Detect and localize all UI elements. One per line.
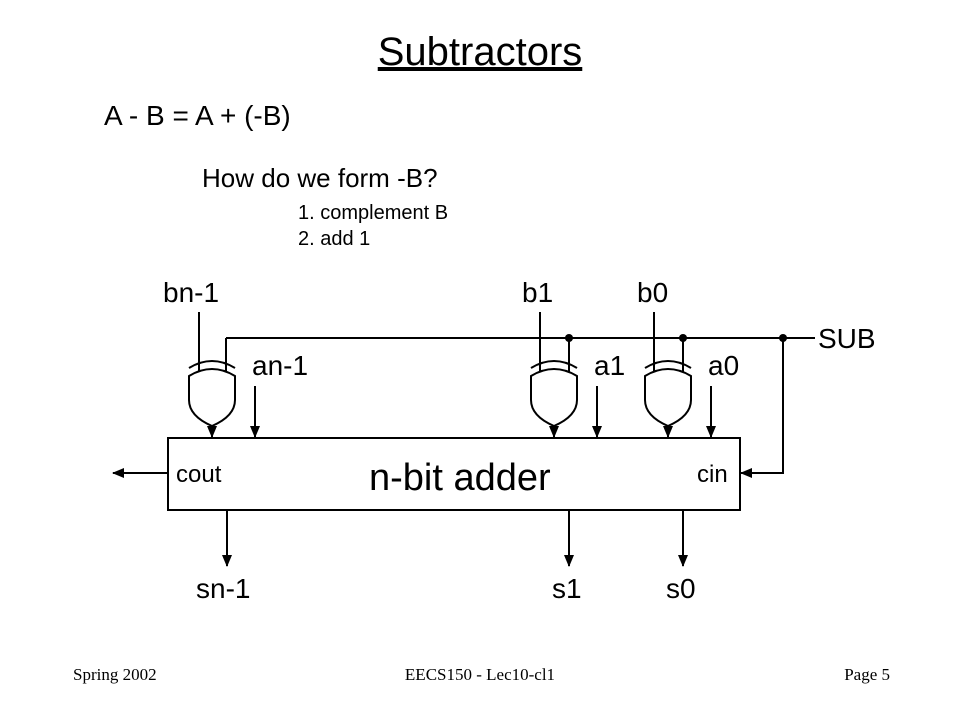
- slide-title: Subtractors: [377, 30, 583, 74]
- adder-block: [167, 437, 741, 511]
- label-b1: b1: [522, 277, 553, 308]
- question: How do we form -B?: [202, 163, 438, 193]
- step-add-one: 2. add 1: [298, 228, 371, 250]
- label-s1: s1: [552, 573, 582, 604]
- xor-gate-b0: [644, 360, 692, 428]
- footer-page: Page 5: [844, 665, 890, 684]
- footer-course: EECS150 - Lec10-cl1: [404, 665, 556, 684]
- sub-label: SUB: [818, 323, 876, 354]
- label-sn-1: sn-1: [196, 573, 250, 604]
- step-complement: 1. complement B: [298, 202, 449, 224]
- adder-label: n-bit adder: [369, 457, 551, 499]
- equation: A - B = A + (-B): [104, 100, 291, 131]
- cout-label: cout: [176, 461, 222, 488]
- label-a0: a0: [708, 350, 739, 381]
- cin-feed-wire: [740, 338, 784, 478]
- cin-label: cin: [697, 461, 728, 488]
- label-s0: s0: [666, 573, 696, 604]
- label-a1: a1: [594, 350, 625, 381]
- label-b0: b0: [637, 277, 668, 308]
- footer-date: Spring 2002: [73, 665, 157, 684]
- xor-gate-bn-1: [188, 360, 236, 428]
- label-an-1: an-1: [252, 350, 308, 381]
- label-bn-1: bn-1: [163, 277, 219, 308]
- xor-gate-b1: [530, 360, 578, 428]
